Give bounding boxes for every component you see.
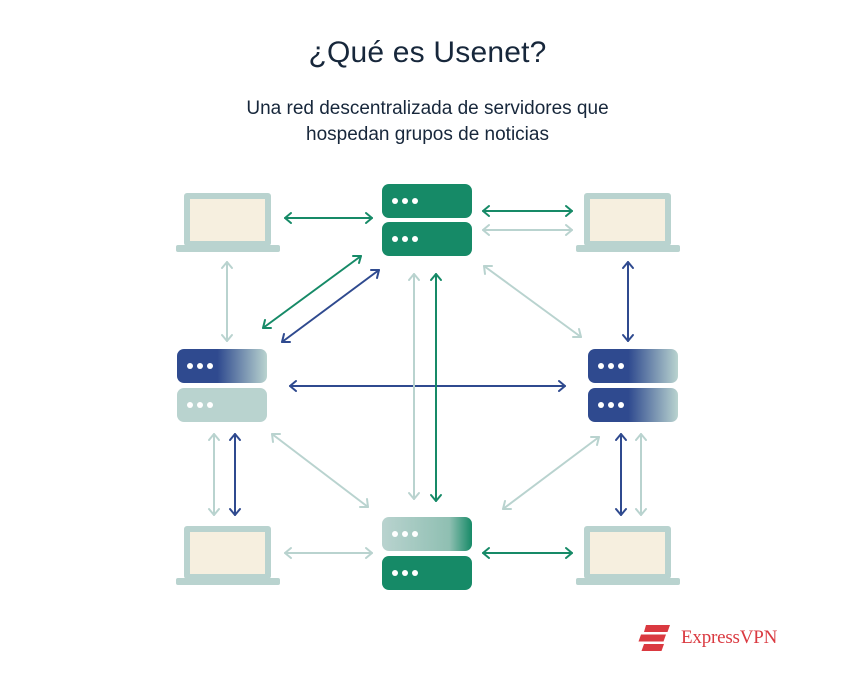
connection-server-top-server-bottom-green — [430, 273, 442, 502]
connection-server-left-server-right — [289, 380, 566, 392]
connection-server-right-server-bottom — [502, 436, 600, 510]
brand-name: ExpressVPN — [681, 627, 778, 648]
server-right — [588, 349, 678, 422]
server-top — [382, 184, 472, 256]
subtitle-line-2: hospedan grupos de noticias — [306, 124, 549, 145]
connection-server-top-laptop-top-right-pale — [482, 224, 573, 236]
connection-laptop-top-right-server-right — [622, 261, 634, 342]
connection-server-right-laptop-bottom-right-navy — [615, 433, 627, 516]
connection-laptop-top-left-server-top — [284, 212, 373, 224]
connection-server-top-server-left-navy — [281, 269, 380, 343]
page-title: ¿Qué es Usenet? — [308, 36, 547, 69]
laptop-top-right — [576, 193, 680, 252]
page-subtitle: Una red descentralizada de servidores qu… — [0, 96, 855, 148]
laptop-bottom-left — [176, 526, 280, 585]
laptop-bottom-right — [576, 526, 680, 585]
subtitle-line-1: Una red descentralizada de servidores qu… — [246, 98, 609, 119]
connection-server-left-server-bottom — [271, 433, 369, 508]
server-left — [177, 349, 267, 422]
connection-server-top-server-left-green — [262, 255, 362, 329]
brand-logo: ExpressVPN — [637, 622, 777, 654]
connection-server-top-server-bottom-pale — [408, 273, 420, 500]
connection-server-top-laptop-top-right-green — [482, 205, 573, 217]
connection-server-bottom-laptop-bottom-right — [482, 547, 573, 559]
connection-laptop-top-left-server-left — [221, 261, 233, 342]
connection-server-top-server-right — [483, 265, 582, 338]
connections — [208, 205, 647, 559]
server-bottom — [382, 517, 472, 590]
laptop-top-left — [176, 193, 280, 252]
connection-laptop-bottom-left-server-bottom — [284, 547, 373, 559]
connection-server-left-laptop-bottom-left-pale — [208, 433, 220, 516]
expressvpn-logo-icon — [638, 625, 670, 651]
connection-server-right-laptop-bottom-right-pale — [635, 433, 647, 516]
connection-server-left-laptop-bottom-left-navy — [229, 433, 241, 516]
